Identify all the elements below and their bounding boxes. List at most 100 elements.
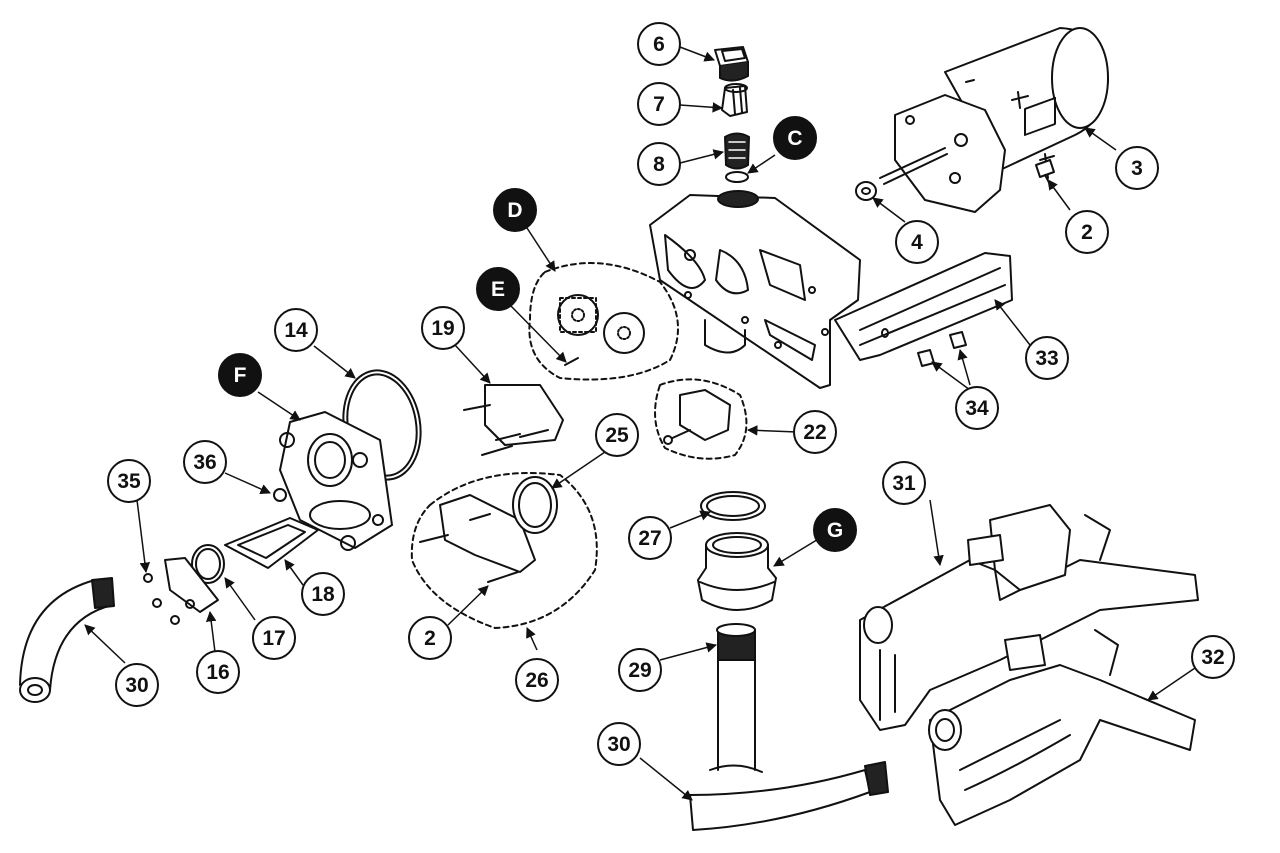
callout-circle xyxy=(1065,210,1109,254)
callout-circle xyxy=(252,616,296,660)
part-33-bracket xyxy=(834,252,1013,361)
callout-18: 18 xyxy=(301,572,345,616)
part-e-pin xyxy=(564,357,579,366)
part-17-oring xyxy=(191,544,225,584)
callout-circle xyxy=(196,650,240,694)
callout-label: 35 xyxy=(117,470,141,493)
callout-label: E xyxy=(491,278,505,301)
callout-circle xyxy=(1025,336,1069,380)
callout-f: F xyxy=(218,353,262,397)
callout-circle xyxy=(637,142,681,186)
callout-circle xyxy=(628,516,672,560)
part-27-oring xyxy=(700,491,766,521)
callout-circle xyxy=(773,116,817,160)
part-c-oring xyxy=(725,171,749,183)
callout-16: 16 xyxy=(196,650,240,694)
leader-lines xyxy=(84,46,1196,801)
callout-label: 22 xyxy=(803,421,826,444)
part-19-plate xyxy=(463,384,564,456)
callout-27: 27 xyxy=(628,516,672,560)
callout-label: 34 xyxy=(965,397,989,420)
callout-label: 31 xyxy=(892,472,916,495)
callout-circle xyxy=(955,386,999,430)
group-26-outline xyxy=(410,472,598,629)
part-7-valve xyxy=(721,83,748,117)
callout-35: 35 xyxy=(107,459,151,503)
group-22-outline xyxy=(654,378,748,460)
callout-label: 19 xyxy=(431,317,454,340)
callout-circle xyxy=(637,82,681,126)
part-18-gasket xyxy=(224,517,319,569)
callout-label: 2 xyxy=(424,627,436,650)
callout-label: 29 xyxy=(628,659,651,682)
callout-circle xyxy=(813,508,857,552)
callout-circle xyxy=(301,572,345,616)
callout-label: 25 xyxy=(605,424,629,447)
callout-label: 18 xyxy=(311,583,335,606)
callout-circle xyxy=(493,188,537,232)
callout-circle xyxy=(637,22,681,66)
part-35-screws xyxy=(143,573,162,608)
callout-g: G xyxy=(813,508,857,552)
callout-c: C xyxy=(773,116,817,160)
callout-e: E xyxy=(476,267,520,311)
callout-label: C xyxy=(787,127,802,150)
callout-label: 32 xyxy=(1201,646,1224,669)
callout-circle xyxy=(408,616,452,660)
part-34-bolts xyxy=(917,331,967,367)
callout-label: 36 xyxy=(193,451,216,474)
callout-2: 2 xyxy=(408,616,452,660)
callout-circle xyxy=(218,353,262,397)
callout-circle xyxy=(793,410,837,454)
part-4-washer xyxy=(855,181,877,201)
part-32-nozzle xyxy=(928,629,1196,826)
callout-31: 31 xyxy=(882,461,926,505)
callout-circle xyxy=(515,658,559,702)
callout-3: 3 xyxy=(1115,146,1159,190)
callout-label: 33 xyxy=(1035,347,1058,370)
callout-d: D xyxy=(493,188,537,232)
callout-circle xyxy=(895,220,939,264)
callout-8: 8 xyxy=(637,142,681,186)
callout-29: 29 xyxy=(618,648,662,692)
callout-label: 27 xyxy=(638,527,661,550)
callout-circle xyxy=(1191,635,1235,679)
callout-19: 19 xyxy=(421,306,465,350)
part-d-gears xyxy=(557,294,645,354)
callout-label: 7 xyxy=(653,93,665,116)
part-25-bypass xyxy=(419,476,558,583)
callout-label: F xyxy=(234,364,247,387)
callout-25: 25 xyxy=(595,413,639,457)
callout-30: 30 xyxy=(115,663,159,707)
callout-label: 26 xyxy=(525,669,548,692)
callout-label: 3 xyxy=(1131,157,1143,180)
part-16-plate xyxy=(164,557,219,625)
callout-4: 4 xyxy=(895,220,939,264)
callout-label: 8 xyxy=(653,153,665,176)
callout-32: 32 xyxy=(1191,635,1235,679)
callout-label: G xyxy=(827,519,843,542)
callout-circle xyxy=(107,459,151,503)
callout-circle xyxy=(476,267,520,311)
callout-6: 6 xyxy=(637,22,681,66)
callout-17: 17 xyxy=(252,616,296,660)
part-6-cap xyxy=(714,46,749,82)
part-3-motor xyxy=(879,27,1109,213)
callout-label: 14 xyxy=(284,319,308,342)
callout-circle xyxy=(421,306,465,350)
callout-circle xyxy=(115,663,159,707)
callout-circle xyxy=(183,440,227,484)
callout-circle xyxy=(595,413,639,457)
callout-30: 30 xyxy=(597,722,641,766)
part-29-nipple xyxy=(709,623,763,773)
callout-label: D xyxy=(507,199,522,222)
callout-14: 14 xyxy=(274,308,318,352)
callout-circle xyxy=(597,722,641,766)
part-22-valve xyxy=(663,389,731,445)
callout-2: 2 xyxy=(1065,210,1109,254)
part-f-cover xyxy=(273,411,393,551)
callout-label: 4 xyxy=(911,231,923,254)
callout-22: 22 xyxy=(793,410,837,454)
part-30-hose-left xyxy=(19,577,115,703)
